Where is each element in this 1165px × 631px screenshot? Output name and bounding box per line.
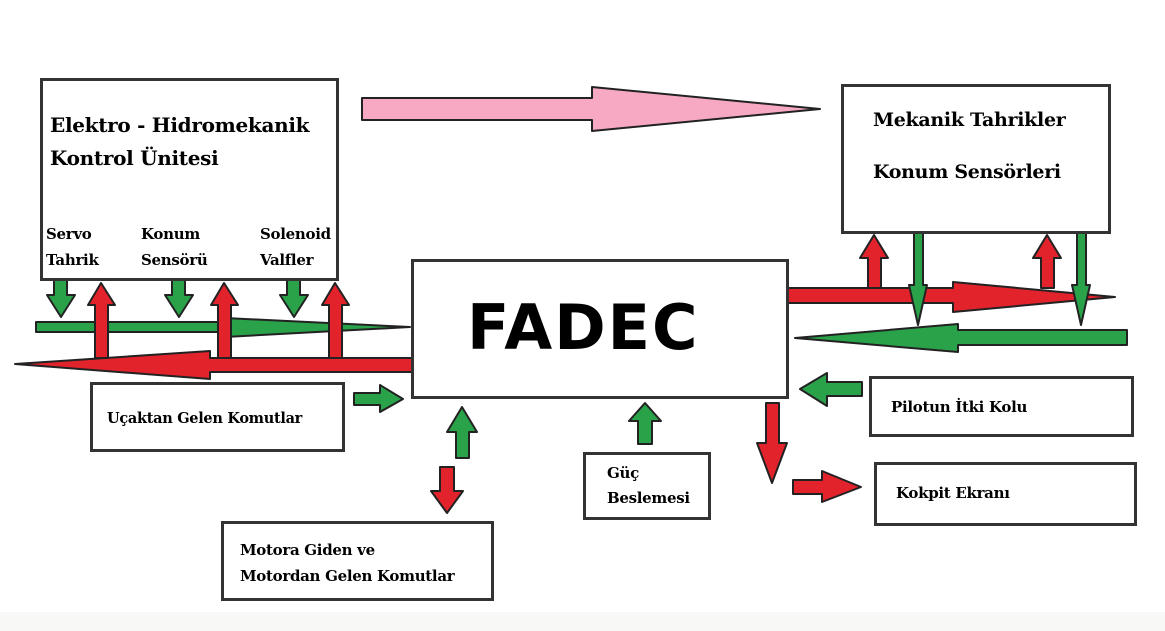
cockpit-display-box: [874, 462, 1137, 526]
mechanical-line1: Mekanik Tahrikler: [873, 109, 1066, 131]
fadec-label: FADEC: [467, 291, 700, 364]
mechanical-link-arrow: [361, 86, 821, 132]
throttle-arrow: [799, 372, 863, 407]
mechanical-line2: Konum Sensörleri: [873, 161, 1061, 183]
mechanical-box: [841, 84, 1111, 234]
power-supply-arrow: [628, 402, 662, 445]
mechanical-command-bus-arrow: [787, 281, 1116, 313]
throttle-box: [869, 376, 1134, 437]
servo-label-1: Servo: [46, 225, 92, 243]
cockpit-display-label: Kokpit Ekranı: [896, 484, 1010, 502]
aircraft-commands-arrow: [353, 384, 404, 413]
solenoid-label-1: Solenoid: [260, 225, 331, 243]
ehcu-box: [40, 78, 339, 281]
actuator-command-arrow: [859, 234, 889, 289]
position-feedback-arrow-2: [1071, 232, 1091, 326]
ehcu-command-bus-arrow: [14, 350, 414, 380]
servo-feedback-arrow: [46, 279, 76, 318]
cockpit-down-arrow: [756, 402, 788, 484]
solenoid-feedback-arrow: [279, 279, 309, 318]
engine-commands-line2: Motordan Gelen Komutlar: [240, 567, 455, 585]
sensor-label-2: Sensörü: [141, 251, 208, 269]
servo-label-2: Tahrik: [46, 251, 99, 269]
fadec-box: [411, 259, 789, 399]
engine-commands-box: [221, 521, 494, 601]
sensor-feedback-arrow: [164, 279, 194, 318]
aircraft-commands-label: Uçaktan Gelen Komutlar: [107, 410, 303, 427]
aircraft-commands-box: [90, 382, 345, 452]
power-supply-line1: Güç: [607, 464, 639, 482]
actuator-command-arrow-2: [1032, 234, 1062, 289]
power-supply-box: [583, 452, 711, 520]
engine-feedback-arrow: [446, 406, 478, 459]
position-feedback-arrow: [908, 232, 928, 326]
solenoid-label-2: Valfler: [260, 251, 314, 269]
sensor-command-arrow: [210, 282, 239, 359]
sensor-label-1: Konum: [141, 225, 200, 243]
engine-command-arrow: [430, 466, 464, 514]
power-supply-line2: Beslemesi: [607, 489, 690, 507]
throttle-label: Pilotun İtki Kolu: [891, 398, 1028, 416]
ehcu-title-line2: Kontrol Ünitesi: [50, 146, 219, 170]
engine-commands-line1: Motora Giden ve: [240, 541, 375, 559]
ehcu-title-line1: Elektro - Hidromekanik: [50, 113, 310, 137]
mechanical-feedback-bus-arrow: [794, 323, 1128, 353]
servo-command-arrow: [87, 282, 116, 359]
cockpit-display-arrow: [792, 470, 862, 503]
solenoid-command-arrow: [321, 282, 350, 359]
